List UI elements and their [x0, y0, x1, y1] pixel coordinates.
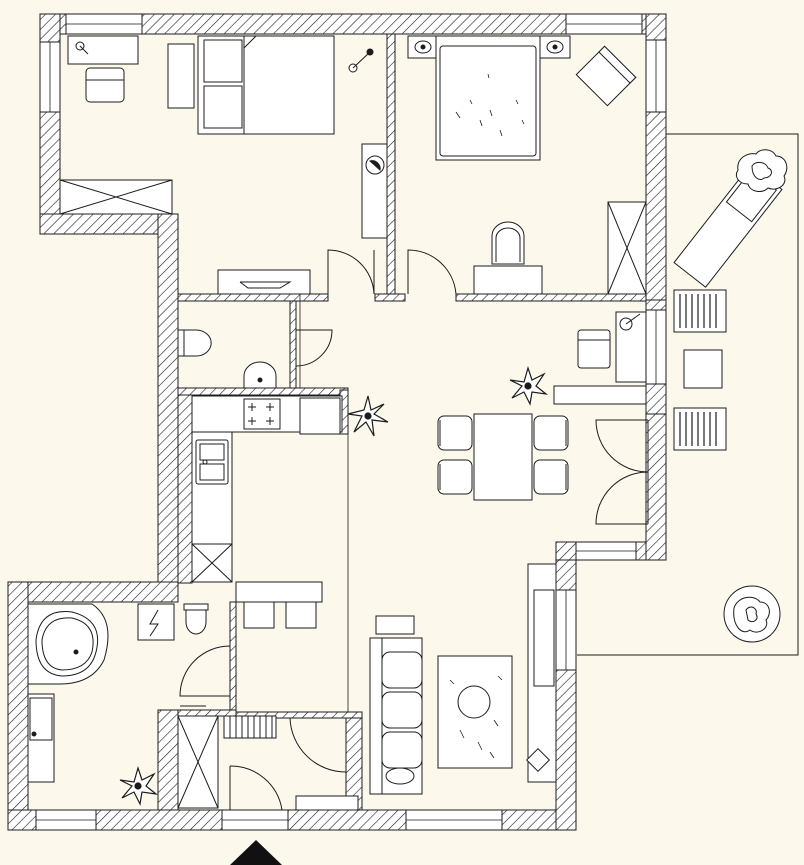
- sideboard: [553, 385, 647, 405]
- sofa-cushion-1: [381, 651, 423, 689]
- bedroom-2-furniture: [407, 35, 647, 295]
- wall-bedrooms-bottom: [177, 293, 329, 302]
- terrace: [577, 133, 799, 656]
- fridge: [299, 397, 341, 435]
- wall-bedrooms-bottom-right: [455, 293, 647, 302]
- toilet-wc: [181, 329, 212, 357]
- wall-left-lower: [7, 581, 29, 831]
- wall-storage-left: [157, 709, 179, 811]
- wall-right-lower: [555, 541, 577, 831]
- pillow-2: [203, 85, 243, 129]
- plant-icon: [119, 765, 159, 806]
- dining-chair-1: [437, 415, 473, 451]
- sofa-cushion-3: [381, 731, 423, 769]
- wall-bedrooms-bottom-mid: [374, 293, 406, 302]
- door-terrace-upper: [595, 419, 649, 473]
- terrace-table: [683, 349, 723, 389]
- dining-chair-2: [437, 459, 473, 495]
- door-terrace-lower: [595, 471, 649, 525]
- doors: [179, 249, 649, 811]
- door-bedroom-1: [327, 249, 375, 295]
- bathroom-sink: [29, 697, 53, 741]
- dining-chair-3: [533, 415, 569, 451]
- desk: [67, 35, 139, 65]
- sink-wc: [243, 361, 277, 389]
- vanity-chair: [491, 221, 525, 265]
- coffee-table: [457, 685, 491, 719]
- terrace-chair-1: [673, 289, 727, 333]
- door-wc: [295, 329, 333, 367]
- sofa-cushion-2: [381, 691, 423, 729]
- terrace-chair-2: [673, 407, 727, 451]
- living-dining: [236, 294, 647, 795]
- windows: [35, 13, 667, 831]
- wc-room: [177, 329, 277, 389]
- pillow-1: [203, 39, 243, 83]
- bar-stool-2: [285, 601, 317, 629]
- bedroom-1-furniture: [59, 35, 388, 295]
- door-hall: [289, 717, 347, 773]
- sofa-pillow: [385, 767, 415, 785]
- wall-bath-right: [229, 601, 237, 713]
- wall-bedroom-divider: [386, 33, 396, 301]
- entrance-arrow: [230, 840, 282, 865]
- wall-wc-bottom: [177, 387, 349, 396]
- kitchen: [191, 395, 349, 712]
- tv: [533, 589, 555, 687]
- tree-icon: [723, 585, 781, 643]
- plant-icon: [347, 395, 389, 437]
- plant-icon: [509, 365, 549, 406]
- dining-chair-4: [533, 459, 569, 495]
- wall-kitchen-left: [177, 394, 193, 584]
- shelf: [167, 43, 195, 109]
- hall-bench: [295, 795, 359, 811]
- wall-left-mid: [157, 213, 179, 585]
- wall-ledge-lower: [7, 581, 179, 603]
- wall-hall-right: [345, 711, 363, 811]
- door-bedroom-2: [407, 249, 457, 295]
- terrace-furniture: [673, 149, 788, 643]
- bush-icon: [735, 149, 788, 192]
- office-chair: [577, 329, 611, 369]
- dining-table: [473, 413, 533, 501]
- stove: [243, 398, 281, 430]
- bar-stool-1: [243, 601, 275, 629]
- wall-terrace-post-1: [645, 299, 667, 311]
- wall-terrace-post-2: [645, 383, 667, 415]
- bed-texture: [455, 73, 525, 137]
- armchair-bedroom: [575, 45, 637, 107]
- ottoman: [375, 615, 415, 635]
- entry-hall: [177, 715, 359, 811]
- desk-chair: [85, 67, 125, 103]
- wall-ledge-upper: [39, 213, 179, 235]
- speaker: [525, 747, 551, 773]
- bathroom: [27, 603, 209, 783]
- door-entrance: [229, 765, 283, 811]
- door-bathroom: [179, 645, 231, 697]
- plants: [119, 365, 549, 806]
- shoe-cabinet: [223, 715, 277, 739]
- vanity-table: [473, 265, 543, 295]
- toilet-bathroom: [185, 603, 207, 635]
- wall-wc-right: [289, 300, 297, 392]
- water-heater: [137, 603, 175, 641]
- breakfast-bar: [235, 581, 323, 603]
